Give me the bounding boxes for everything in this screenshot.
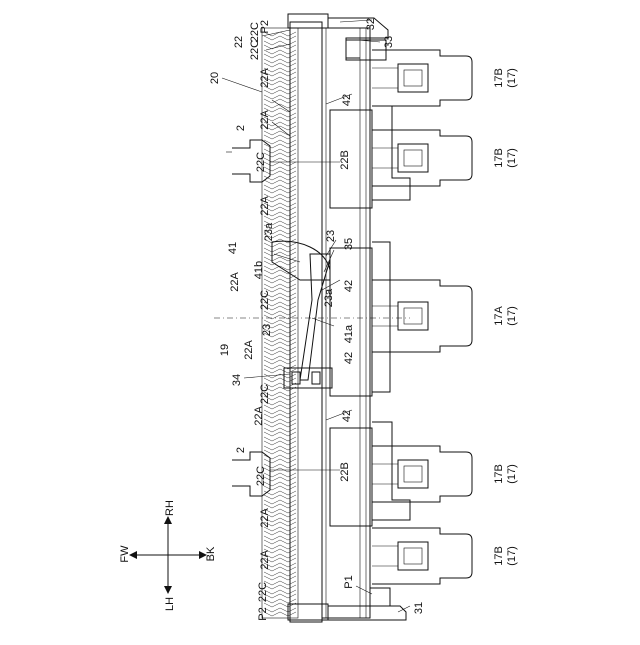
bead-hatch [264, 410, 296, 418]
bead-hatch [264, 275, 296, 283]
bead-hatch [264, 365, 296, 373]
compass-rh: RH [164, 500, 176, 516]
label-41: 41 [227, 242, 239, 254]
compass-bk: BK [205, 546, 217, 561]
bead-hatch [264, 428, 296, 436]
seat-label-2-code: 17B [493, 148, 505, 168]
compass-lh: LH [164, 597, 176, 611]
label-2-top: 2 [235, 125, 247, 131]
label-22a-8: 22A [259, 550, 271, 570]
label-22a-7: 22A [259, 508, 271, 528]
label-22c-mid: 22C [259, 290, 271, 310]
label-p1: P1 [343, 575, 355, 588]
seat-label-4-code: 17B [493, 464, 505, 484]
bead-hatch [264, 248, 296, 256]
seat-connector-4 [372, 446, 472, 502]
label-23a-2: 23a [323, 288, 335, 307]
bead-hatch [264, 482, 296, 490]
seat-label-3-code: 17A [493, 306, 505, 326]
label-42-b: 42 [343, 280, 355, 292]
label-22c-bot: 22C [257, 582, 269, 602]
bead-hatch [264, 500, 296, 508]
bead-hatch [264, 446, 296, 454]
bead-hatch [264, 572, 296, 580]
label-32: 32 [365, 18, 377, 30]
seat-connector-1 [372, 50, 472, 106]
bead-hatch [264, 140, 296, 148]
label-41b: 41b [253, 261, 265, 279]
bead-hatch [264, 374, 296, 382]
label-p2-bot: P2 [257, 607, 269, 620]
label-22a-4: 22A [229, 272, 241, 292]
label-22c-top: 22C [249, 22, 261, 42]
bead-hatch [264, 185, 296, 193]
seat-labels: 17B(17)17B(17)17A(17)17B(17)17B(17) [493, 68, 518, 566]
bead-hatch [264, 455, 296, 463]
bead-hatch [264, 149, 296, 157]
seat-connector-3 [372, 280, 472, 352]
label-42-c: 42 [343, 352, 355, 364]
label-22c-b: 22C [249, 40, 261, 60]
label-22c-low: 22C [259, 384, 271, 404]
label-22b-top: 22B [339, 150, 351, 170]
label-22c-left2: 22C [255, 466, 267, 486]
compass-fw: FW [119, 545, 131, 563]
label-22b-bot: 22B [339, 462, 351, 482]
seat-label-1-code: 17B [493, 68, 505, 88]
seat-label-3-ref: (17) [506, 306, 518, 326]
bead-hatch [264, 473, 296, 481]
label-34: 34 [231, 374, 243, 386]
bead-hatch [264, 419, 296, 427]
label-22a-6: 22A [253, 406, 265, 426]
bead-hatch [264, 356, 296, 364]
bead-hatch [264, 464, 296, 472]
label-22a-5: 22A [243, 340, 255, 360]
seat-label-2-ref: (17) [506, 148, 518, 168]
bead-hatch [264, 95, 296, 103]
label-23-1: 23 [325, 230, 337, 242]
label-33: 33 [383, 36, 395, 48]
seat-connector-2 [372, 130, 472, 186]
reference-labels: P2 22C 32 33 22 22C 20 22A 22A 2 22C 22B… [209, 18, 425, 621]
bracket-31 [288, 588, 406, 620]
label-22a-3: 22A [259, 196, 271, 216]
bead-hatch [264, 167, 296, 175]
label-22: 22 [233, 36, 245, 48]
label-41a: 41a [343, 324, 355, 343]
bead-hatch [264, 257, 296, 265]
bead-hatch [264, 437, 296, 445]
bead-hatch [264, 536, 296, 544]
bead-hatch [264, 59, 296, 67]
bead-hatch [264, 50, 296, 58]
label-19: 19 [219, 344, 231, 356]
label-23a-1: 23a [263, 222, 275, 241]
direction-compass: RH LH FW BK [119, 500, 217, 611]
seat-label-4-ref: (17) [506, 464, 518, 484]
seat-label-1-ref: (17) [506, 68, 518, 88]
seat-label-5-ref: (17) [506, 546, 518, 566]
bead-hatch [264, 338, 296, 346]
label-42-a: 42 [341, 94, 353, 106]
label-35: 35 [343, 238, 355, 250]
label-22c-left: 22C [255, 152, 267, 172]
label-42-d: 42 [341, 410, 353, 422]
seat-label-5-code: 17B [493, 546, 505, 566]
bead-hatch [264, 347, 296, 355]
bead-hatch [264, 491, 296, 499]
label-23-2: 23 [261, 324, 273, 336]
label-22a-1: 22A [259, 68, 271, 88]
bead-hatch [264, 131, 296, 139]
seat-connector-5 [372, 528, 472, 584]
bead-hatch [264, 41, 296, 49]
label-2-bot: 2 [235, 447, 247, 453]
label-22a-2: 22A [259, 110, 271, 130]
label-20: 20 [209, 72, 221, 84]
label-31: 31 [413, 602, 425, 614]
